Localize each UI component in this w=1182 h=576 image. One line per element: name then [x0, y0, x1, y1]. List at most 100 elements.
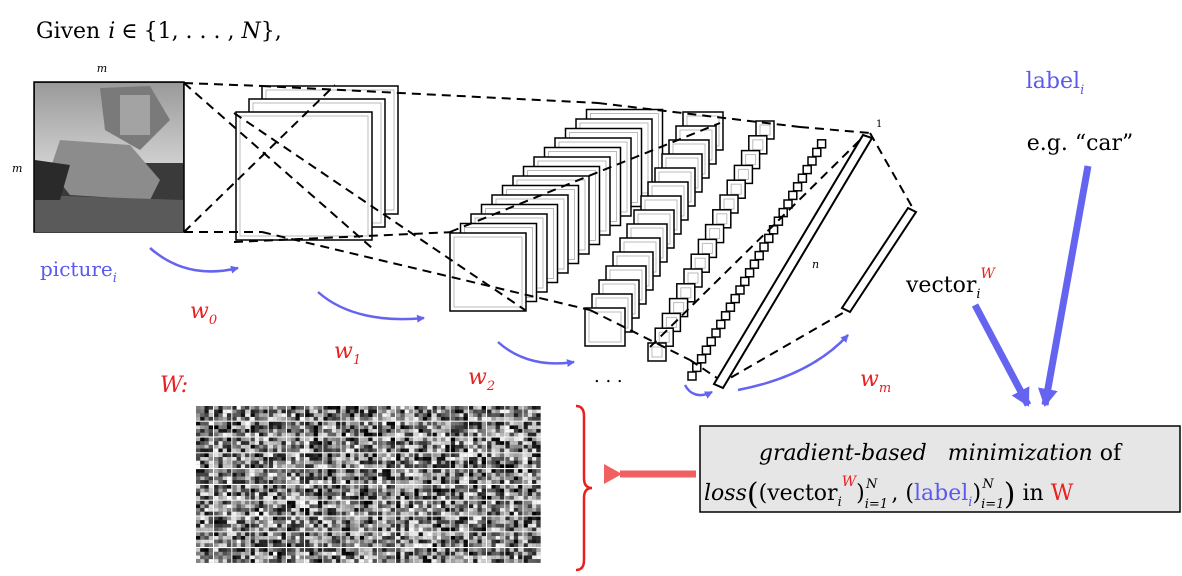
filter-tile — [323, 485, 341, 500]
filter-tile — [523, 469, 541, 484]
filter-grid — [196, 406, 541, 563]
filter-tile — [341, 485, 359, 500]
filter-tile — [341, 532, 359, 547]
filter-tile — [450, 548, 468, 563]
filter-tile — [214, 548, 232, 563]
filter-tile — [359, 437, 377, 453]
filter-tile — [414, 532, 432, 547]
filter-tile — [505, 548, 523, 563]
picture-dim-top: m — [97, 62, 107, 75]
filter-tile — [305, 406, 323, 421]
minimization-box — [699, 425, 1181, 513]
filter-tile — [487, 421, 505, 437]
filter-tile — [378, 532, 395, 547]
filter-tile — [268, 469, 286, 484]
filter-tile — [287, 469, 304, 484]
filter-tile — [469, 532, 486, 547]
filter-tile — [359, 453, 377, 468]
filter-tile — [378, 500, 395, 516]
filter-tile — [196, 469, 213, 484]
filter-tile — [196, 453, 213, 468]
filter-tile — [505, 453, 523, 468]
filter-tile — [469, 516, 486, 532]
filter-tile — [341, 421, 359, 437]
filter-tile — [214, 421, 232, 437]
filter-tile — [323, 406, 341, 421]
filter-tile — [214, 532, 232, 547]
filter-tile — [505, 516, 523, 532]
filter-tile — [250, 453, 268, 468]
filter-tile — [432, 437, 450, 453]
filter-tile — [432, 421, 450, 437]
layer-stack-5 — [687, 139, 827, 381]
filter-tile — [250, 532, 268, 547]
filter-tile — [250, 437, 268, 453]
filter-tile — [487, 548, 505, 563]
filter-tile — [250, 421, 268, 437]
filter-tile — [396, 485, 414, 500]
filter-tile — [396, 516, 414, 532]
filter-tile — [414, 421, 432, 437]
filter-tile — [214, 406, 232, 421]
filter-tile — [359, 469, 377, 484]
filter-tile — [396, 500, 414, 516]
filter-tile — [432, 469, 450, 484]
filter-tile — [250, 548, 268, 563]
filter-tile — [268, 500, 286, 516]
filter-tile — [305, 453, 323, 468]
filter-tile — [378, 437, 395, 453]
filter-tile — [432, 406, 450, 421]
filter-tile — [287, 406, 304, 421]
W-label: W: — [160, 373, 188, 398]
filter-tile — [268, 421, 286, 437]
filter-tile — [414, 437, 432, 453]
filter-tile — [196, 437, 213, 453]
filter-tile — [359, 532, 377, 547]
filter-tile — [414, 469, 432, 484]
filter-tile — [268, 437, 286, 453]
filter-tile — [469, 469, 486, 484]
filter-tile — [323, 437, 341, 453]
filter-tile — [505, 437, 523, 453]
filter-tile — [341, 437, 359, 453]
filter-tile — [505, 421, 523, 437]
filter-tile — [250, 485, 268, 500]
projection-lines — [183, 82, 916, 386]
filter-tile — [323, 532, 341, 547]
filter-tile — [487, 516, 505, 532]
filter-tile — [523, 421, 541, 437]
filter-tile — [396, 437, 414, 453]
filter-tile — [523, 453, 541, 468]
filter-tile — [341, 548, 359, 563]
input-picture — [33, 81, 185, 233]
filter-tile — [469, 500, 486, 516]
filter-tile — [432, 485, 450, 500]
filter-tile — [359, 421, 377, 437]
filter-tile — [268, 516, 286, 532]
label-example: e.g. “car” — [1027, 131, 1134, 156]
filter-tile — [287, 532, 304, 547]
filter-tile — [523, 516, 541, 532]
layer-stack-3 — [584, 111, 724, 347]
filter-tile — [487, 406, 505, 421]
filter-tile — [341, 500, 359, 516]
filter-tile — [196, 500, 213, 516]
filter-tile — [359, 406, 377, 421]
filter-tile — [396, 548, 414, 563]
filter-tile — [359, 485, 377, 500]
filter-tile — [414, 485, 432, 500]
filter-tile — [450, 421, 468, 437]
filter-tile — [287, 485, 304, 500]
filter-tile — [323, 469, 341, 484]
weight-arrows — [149, 247, 849, 399]
layer-stack-2 — [449, 108, 664, 312]
filter-tile — [305, 548, 323, 563]
filter-tile — [450, 485, 468, 500]
filter-tile — [287, 516, 304, 532]
filter-tile — [287, 453, 304, 468]
filter-tile — [450, 469, 468, 484]
picture-label: picturei — [40, 257, 117, 286]
filter-tile — [250, 469, 268, 484]
filter-tile — [305, 437, 323, 453]
